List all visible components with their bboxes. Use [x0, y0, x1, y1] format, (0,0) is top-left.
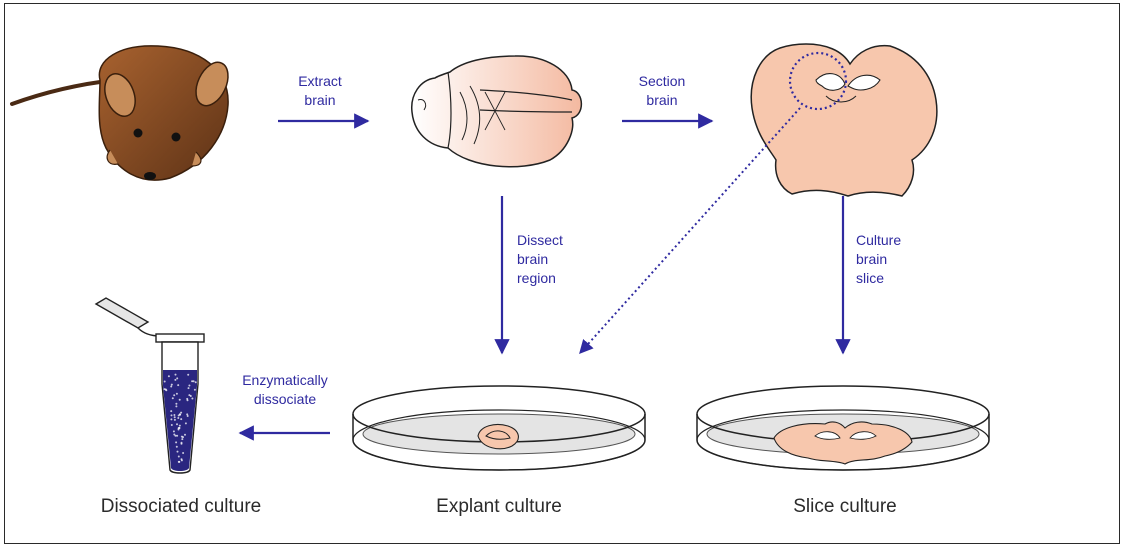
cell-dot	[170, 418, 172, 420]
cell-dot	[181, 458, 183, 460]
dissociate-label-line-2: dissociate	[254, 391, 316, 407]
cell-dot	[175, 374, 177, 376]
cell-dot	[176, 393, 178, 395]
cell-dot	[171, 424, 173, 426]
cell-dot	[178, 415, 180, 417]
cell-dot	[171, 414, 173, 416]
section-label-line-1: Section	[639, 73, 686, 89]
dissect-label-line-3: region	[517, 270, 556, 286]
cell-dot	[177, 384, 179, 386]
cell-dot	[177, 417, 179, 419]
cell-dot	[164, 381, 166, 383]
cell-dot	[168, 375, 170, 377]
cell-dot	[188, 387, 190, 389]
cell-dot	[182, 452, 184, 454]
extract-label-line-2: brain	[304, 92, 335, 108]
cell-dot	[175, 441, 177, 443]
cell-dot	[170, 410, 172, 412]
cell-dot	[173, 394, 175, 396]
cell-dot	[187, 374, 189, 376]
cell-dot	[176, 377, 178, 379]
dissociated-tube	[96, 298, 204, 473]
cell-dot	[172, 397, 174, 399]
cell-dot	[170, 386, 172, 388]
cell-dot	[179, 399, 181, 401]
cell-dot	[164, 388, 166, 390]
cell-dot	[174, 379, 176, 381]
cell-dot	[195, 381, 197, 383]
dissociate-label-line-1: Enzymatically	[242, 372, 328, 388]
cell-dot	[176, 446, 178, 448]
cell-dot	[194, 389, 196, 391]
cell-dot	[176, 423, 178, 425]
cell-dot	[175, 403, 177, 405]
whole-brain-illustration	[412, 56, 582, 167]
extract-label: Extract brain	[298, 73, 342, 108]
cell-dot	[174, 416, 176, 418]
cell-dot	[181, 438, 183, 440]
cell-dot	[180, 412, 182, 414]
dissect-label: Dissect brain region	[517, 232, 563, 286]
cell-dot	[188, 394, 190, 396]
explant-dish	[353, 386, 645, 470]
cell-dot	[171, 384, 173, 386]
dissociate-label: Enzymatically dissociate	[242, 372, 328, 407]
cell-dot	[191, 398, 193, 400]
culture-label-line-2: brain	[856, 251, 887, 267]
extract-label-line-1: Extract	[298, 73, 342, 89]
brain-section-illustration	[751, 44, 937, 196]
cell-dot	[182, 436, 184, 438]
cell-dot	[188, 385, 190, 387]
cell-dot	[185, 422, 187, 424]
cell-dot	[187, 415, 189, 417]
slice-caption: Slice culture	[793, 496, 897, 517]
cell-dot	[180, 418, 182, 420]
cell-dot	[173, 414, 175, 416]
cell-dot	[174, 419, 176, 421]
dissociated-caption: Dissociated culture	[101, 496, 262, 517]
cell-dot	[193, 380, 195, 382]
explant-caption: Explant culture	[436, 496, 562, 517]
dissect-label-line-2: brain	[517, 251, 548, 267]
cell-dot	[179, 427, 181, 429]
culture-label-line-3: slice	[856, 270, 884, 286]
cell-dot	[176, 435, 178, 437]
cell-dot	[178, 461, 180, 463]
mouse-illustration	[12, 46, 234, 180]
cell-dot	[175, 405, 177, 407]
cell-dot	[184, 434, 186, 436]
cell-dot	[173, 430, 175, 432]
culture-label-line-1: Culture	[856, 232, 901, 248]
cell-dot	[177, 451, 179, 453]
section-label: Section brain	[639, 73, 686, 108]
cell-dot	[186, 398, 188, 400]
cell-dot	[181, 442, 183, 444]
cell-dot	[178, 456, 180, 458]
cell-dot	[179, 425, 181, 427]
slice-dish	[697, 386, 989, 470]
culture-label: Culture brain slice	[856, 232, 901, 286]
dissect-label-line-1: Dissect	[517, 232, 563, 248]
section-label-line-2: brain	[646, 92, 677, 108]
